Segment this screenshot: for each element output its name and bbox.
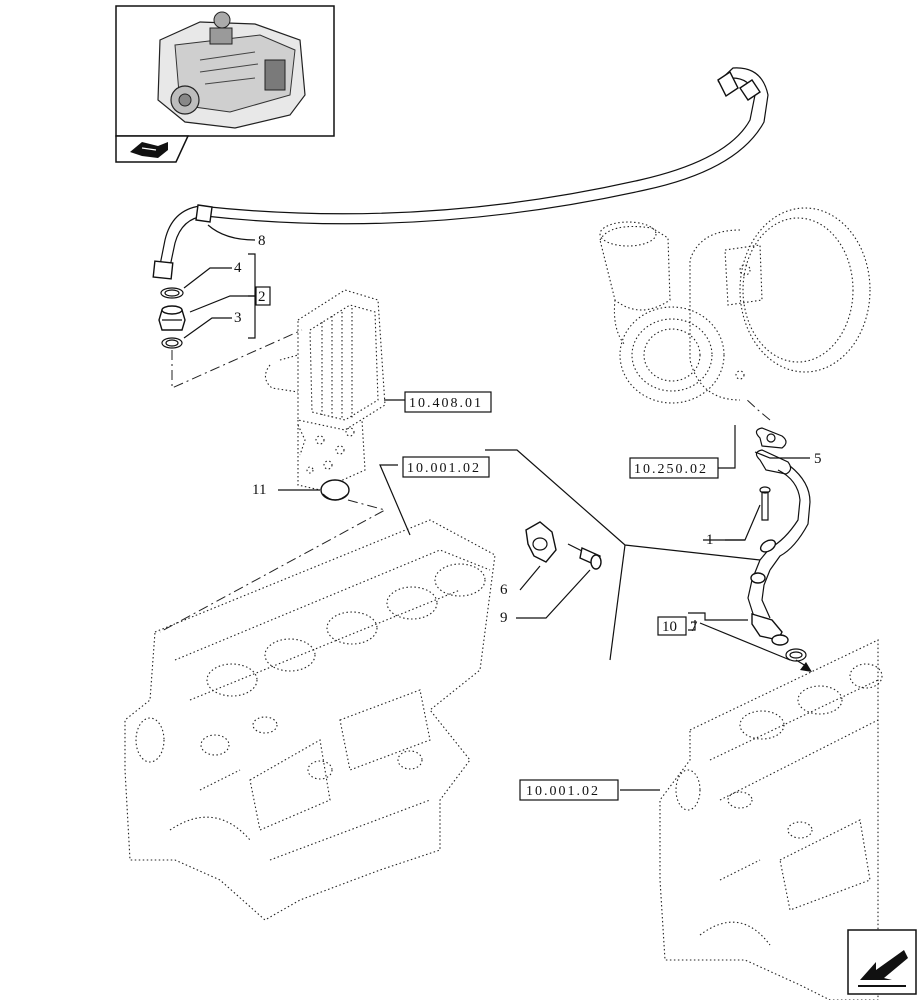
oil-cooler [264, 289, 386, 491]
callout-7[interactable]: 7 [690, 619, 698, 635]
callout-9[interactable]: 9 [500, 610, 508, 626]
callout-1[interactable]: 1 [706, 532, 714, 548]
callout-11[interactable]: 11 [252, 482, 266, 498]
engine-thumbnail[interactable] [115, 5, 335, 163]
book-icon [130, 142, 168, 158]
seal-3 [161, 337, 183, 349]
turbocharger [599, 207, 871, 404]
bolt-1 [759, 486, 771, 521]
callout-3[interactable]: 3 [234, 310, 242, 326]
back-button[interactable] [847, 929, 917, 995]
ref-engine-block-right-label: 10.001.02 [526, 784, 600, 799]
engine-thumbnail-icon [157, 11, 306, 129]
callout-10[interactable]: 10 [662, 619, 677, 635]
ref-turbocharger-label: 10.250.02 [634, 462, 708, 477]
bolt-9 [567, 543, 602, 570]
callout-6[interactable]: 6 [500, 582, 508, 598]
callout-5[interactable]: 5 [814, 451, 822, 467]
leader-lines [183, 224, 810, 791]
callout-4[interactable]: 4 [234, 260, 242, 276]
clamp-6 [525, 521, 557, 563]
plug-11 [320, 479, 350, 501]
ref-turbocharger[interactable]: 10.250.02 [629, 457, 719, 479]
oil-drain-pipe [747, 449, 811, 646]
callout-2[interactable]: 2 [258, 289, 266, 305]
engine-block-left [124, 519, 496, 921]
ref-engine-block-left[interactable]: 10.001.02 [402, 456, 490, 478]
seal-7 [785, 648, 807, 662]
ref-oil-cooler[interactable]: 10.408.01 [404, 391, 492, 413]
back-arrow-icon [858, 950, 908, 987]
ref-oil-cooler-label: 10.408.01 [409, 396, 483, 411]
oil-feed-pipe [152, 67, 769, 280]
callout-8[interactable]: 8 [258, 233, 266, 249]
ref-engine-block-left-label: 10.001.02 [407, 461, 481, 476]
ref-engine-block-right[interactable]: 10.001.02 [519, 779, 619, 801]
adapter-fitting [158, 305, 186, 331]
gasket-5 [755, 427, 787, 449]
seal-4 [160, 287, 184, 299]
